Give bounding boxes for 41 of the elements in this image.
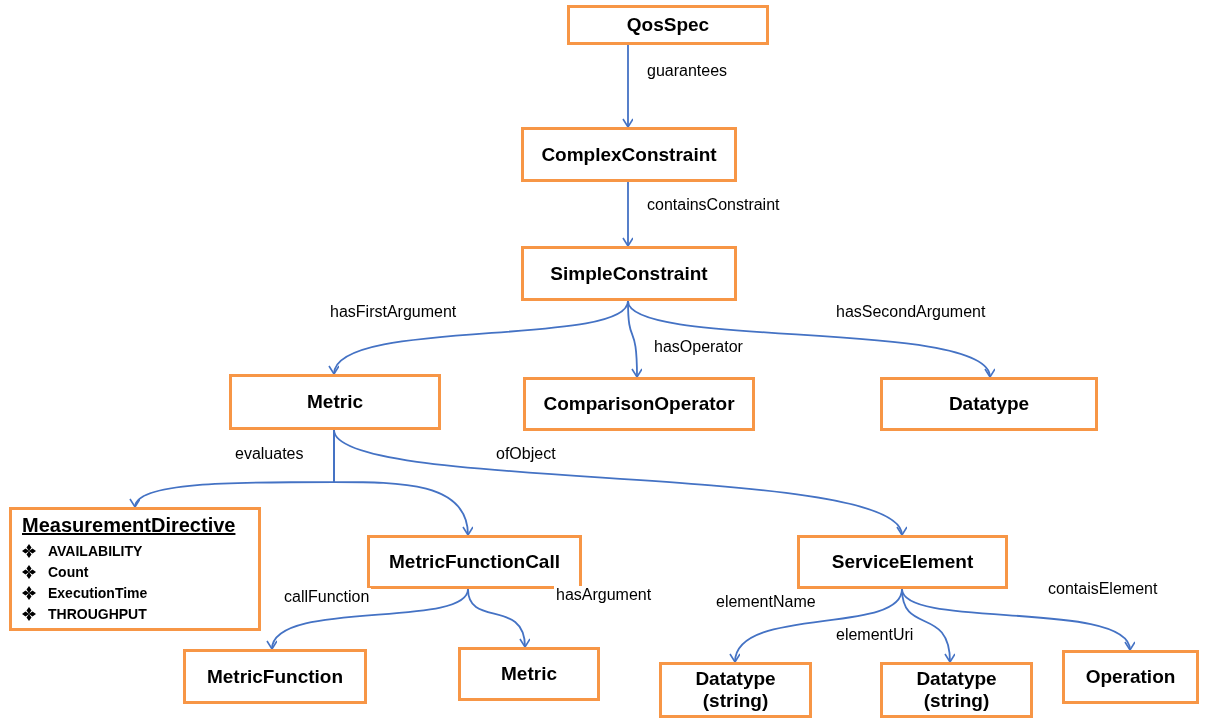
list-item: AVAILABILITY [48,543,143,560]
arrow [627,300,992,378]
class-box [367,535,582,589]
arrow [901,588,1133,651]
class-name: ComplexConstraint [541,143,717,166]
class-box [183,649,367,704]
edge-label: hasSecondArgument [834,303,988,321]
class-name: Datatype [948,393,1030,415]
list-item: THROUGHPUT [48,605,147,622]
class-name: Datatype (string) [694,668,777,712]
edge-label: guarantees [645,62,730,80]
class-name: Operation [1085,666,1176,688]
class-box [880,377,1098,431]
class-name: SimpleConstraint [550,262,708,285]
list-item: Count [48,564,89,581]
class-box [567,5,769,45]
arrow [622,44,634,128]
class-name: Datatype (string) [915,668,998,712]
box-heading: MeasurementDirective [22,514,236,537]
class-name: ComparisonOperator [543,393,735,415]
arrow [467,588,530,648]
class-box [458,647,600,701]
edge-label: hasOperator [652,338,745,356]
class-box [659,662,812,718]
class-box [229,374,441,430]
class-name: Metric [307,391,363,413]
class-box [523,377,755,431]
class-box [797,535,1008,589]
class-name: ServiceElement [831,551,974,573]
list-box [9,507,261,631]
edge-label: hasArgument [554,586,654,604]
class-box [521,246,737,301]
class-name: MetricFunctionCall [389,551,560,573]
class-name: QosSpec [626,14,710,36]
arrow [622,181,634,247]
class-name: MetricFunction [206,665,344,688]
class-box [880,662,1033,718]
class-box [521,127,737,182]
list-item: ExecutionTime [48,584,148,601]
class-box [1062,650,1199,704]
class-name: Metric [501,663,557,685]
